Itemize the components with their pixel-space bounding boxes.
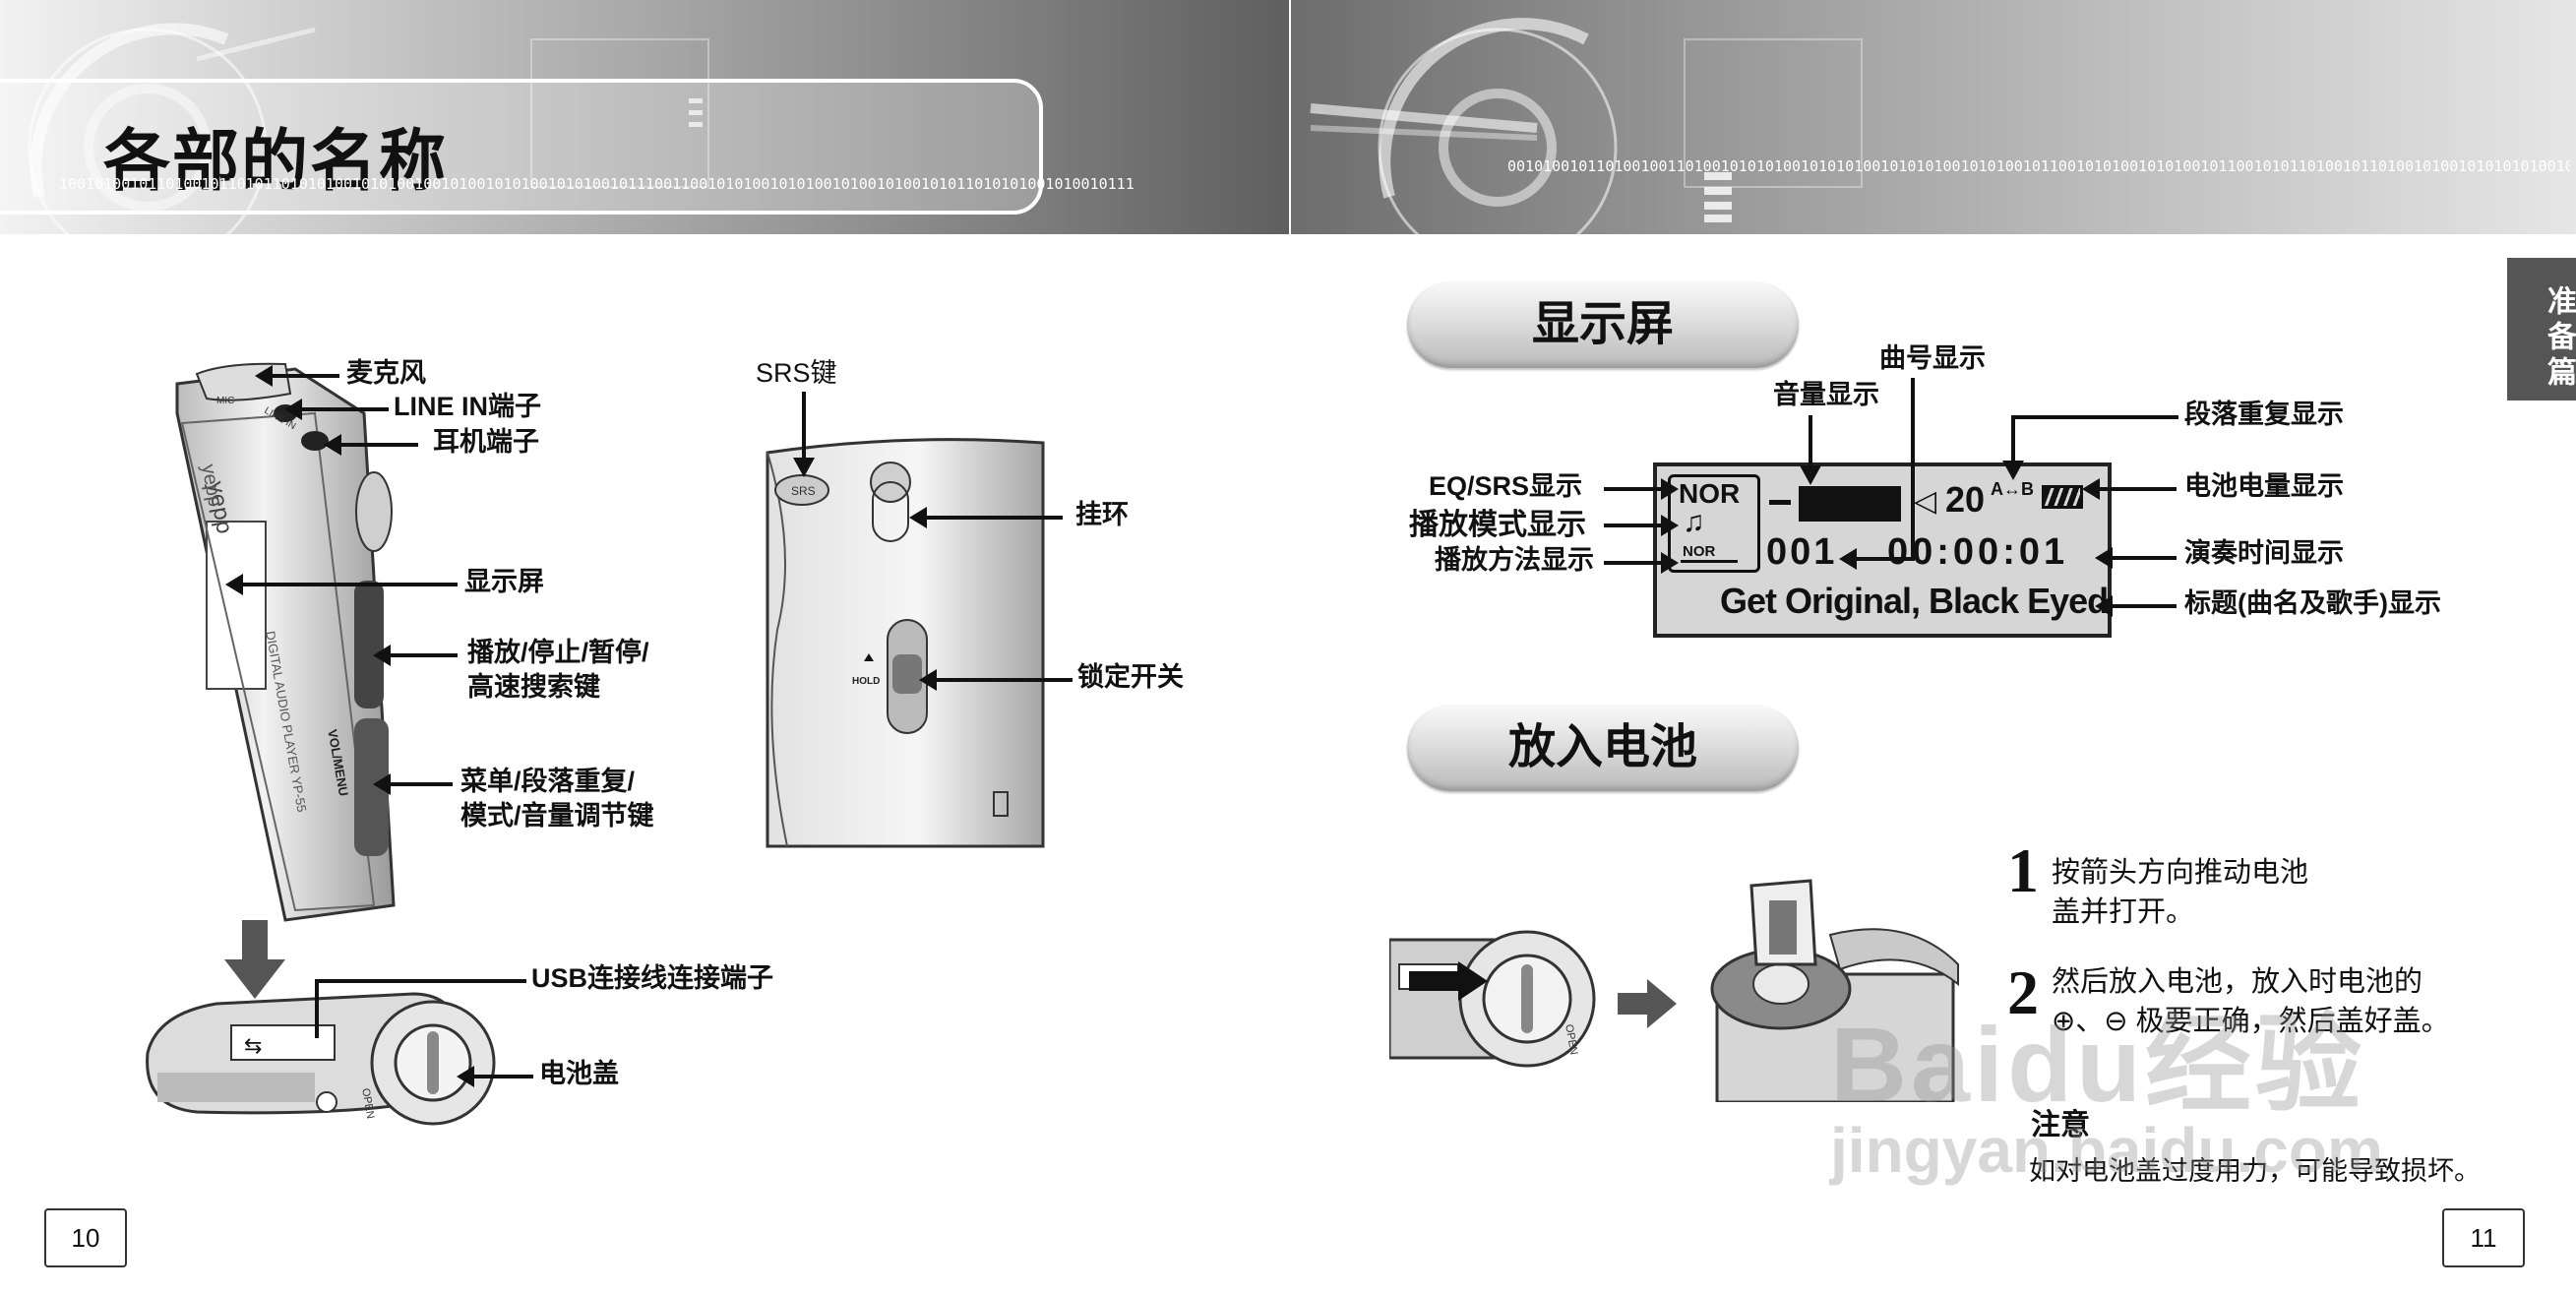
player-front-illustration: yepp <box>175 362 396 922</box>
lcd-track-number: 001 <box>1766 531 1838 573</box>
arrow-battery-cover <box>457 1066 533 1087</box>
line-ab-repeat <box>2011 415 2178 419</box>
arrow-srs-key <box>802 392 806 462</box>
title-frame <box>0 79 1043 215</box>
player-back-illustration <box>766 438 1045 848</box>
arrow-hold <box>919 669 1073 691</box>
arrow-play-time <box>2095 547 2177 569</box>
step-1-line-2: 盖并打开。 <box>2052 896 2195 928</box>
player-bottom-illustration <box>146 992 496 1126</box>
lcd-method-text: NOR <box>1683 543 1716 560</box>
page-number-left: 10 <box>44 1208 127 1267</box>
right-banner: 0010100101101001001101001010101001010101… <box>1291 0 2576 234</box>
usb-icon: ⇆ <box>244 1033 263 1058</box>
lcd-song-title: Get Original, Black Eyed <box>1720 581 2109 621</box>
device-srs-text: SRS <box>791 484 816 498</box>
device-mic-text: MIC <box>216 396 235 406</box>
step-1-number: 1 <box>2007 835 2039 905</box>
lcd-play-time: 00:00:01 <box>1887 531 2069 573</box>
label-hold-switch: 锁定开关 <box>1077 662 1184 692</box>
lcd-ab-text: A↔B <box>1991 479 2034 499</box>
arrow-eq-srs <box>1604 478 1679 500</box>
line-volume <box>1809 415 1812 469</box>
side-tab: 准备篇 <box>2507 258 2576 401</box>
label-usb-port: USB连接线连接端子 <box>531 963 774 993</box>
label-menu-key-1: 菜单/段落重复/ <box>460 767 636 796</box>
label-earphone: 耳机端子 <box>433 427 539 457</box>
step-2-line-2: ⊕、⊖ 极要正确，然后盖好盖。 <box>2052 1006 2450 1037</box>
label-play-mode: 播放模式显示 <box>1409 509 1586 541</box>
down-arrow-icon <box>224 920 285 999</box>
heading-display: 显示屏 <box>1407 281 1799 368</box>
label-play-key-1: 播放/停止/暂停/ <box>467 638 649 667</box>
arrow-line-in <box>284 399 389 420</box>
label-display: 显示屏 <box>464 567 544 596</box>
arrow-menu-key <box>373 773 453 795</box>
vline-ab-repeat <box>2011 415 2015 464</box>
line-track-no <box>1911 378 1915 561</box>
lcd-volume-bar <box>1799 486 1901 522</box>
label-menu-key-2: 模式/音量调节键 <box>460 801 654 831</box>
arrow-strap <box>909 507 1063 528</box>
lcd-bar-dash <box>1769 500 1791 505</box>
label-track-no: 曲号显示 <box>1879 343 1986 373</box>
arrow-title <box>2095 595 2177 617</box>
heading-battery: 放入电池 <box>1407 705 1799 791</box>
arrow-track-no <box>1839 548 1911 570</box>
label-mic: 麦克风 <box>346 358 426 388</box>
battery-icon <box>2042 485 2083 509</box>
label-play-key-2: 高速搜索键 <box>467 672 600 702</box>
arrow-earphone <box>324 434 418 456</box>
binary-strip: 0010100101101001001101001010101001010101… <box>1507 157 2570 175</box>
watermark-line-2: jingyan.baidu.com <box>1830 1115 2383 1186</box>
step-2-number: 2 <box>2007 957 2039 1027</box>
label-line-in: LINE IN端子 <box>394 392 542 421</box>
watermark-line-1: Baidu经验 <box>1830 1005 2366 1124</box>
label-battery-cover: 电池盖 <box>539 1059 619 1088</box>
label-srs-key: SRS键 <box>756 358 837 388</box>
note-text: 如对电池盖过度用力，可能导致损坏。 <box>2029 1156 2481 1186</box>
arrow-display <box>225 574 458 595</box>
arrow-battery <box>2082 478 2177 500</box>
arrow-play-method <box>1604 552 1679 574</box>
srs-arrow-head <box>793 458 815 477</box>
volume-arrow-head <box>1800 465 1821 485</box>
note-title: 注意 <box>2031 1109 2090 1141</box>
device-hold-text: HOLD <box>852 676 881 687</box>
binary-strip: 1001010010110100101101011010101001010100… <box>59 175 1135 193</box>
banner-disc-graphic <box>1310 18 1863 234</box>
lcd-volume-value: 20 <box>1945 479 1986 520</box>
label-strap: 挂环 <box>1075 500 1129 529</box>
page-title: 各部的名称 <box>103 124 449 199</box>
battery-cover-illustration <box>1389 930 1596 1068</box>
label-play-time: 演奏时间显示 <box>2184 538 2344 568</box>
arrow-play-key <box>373 645 458 666</box>
label-play-method: 播放方法显示 <box>1435 545 1594 575</box>
left-banner: 各部的名称 1001010010110100101101011010101001… <box>0 0 1289 234</box>
arrow-mic <box>255 365 339 387</box>
step-1-line-1: 按箭头方向推动电池 <box>2052 857 2309 889</box>
usb-connector-line <box>315 979 319 1038</box>
right-arrow-icon <box>1618 979 1677 1028</box>
label-ab-repeat: 段落重复显示 <box>2184 400 2344 429</box>
battery-insert-illustration <box>1710 879 1959 1102</box>
lcd-method-underline <box>1681 560 1738 563</box>
lcd-eq-text: NOR <box>1679 478 1741 509</box>
side-tab-label: 准备篇 <box>2543 284 2575 392</box>
arrow-play-mode <box>1604 515 1679 536</box>
label-volume: 音量显示 <box>1773 380 1879 409</box>
speaker-icon: ◁ <box>1914 485 1937 518</box>
label-battery: 电池电量显示 <box>2184 471 2344 501</box>
label-title: 标题(曲名及歌手)显示 <box>2184 588 2441 618</box>
page-number-right: 11 <box>2442 1208 2525 1267</box>
banner-disc-graphic <box>28 23 709 234</box>
lcd-mode-icon: ♫ <box>1683 506 1705 538</box>
label-eq-srs: EQ/SRS显示 <box>1429 471 1583 501</box>
usb-connector-hline <box>315 979 526 983</box>
ab-arrow-head <box>2002 461 2024 480</box>
step-2-line-1: 然后放入电池，放入时电池的 <box>2052 966 2423 998</box>
